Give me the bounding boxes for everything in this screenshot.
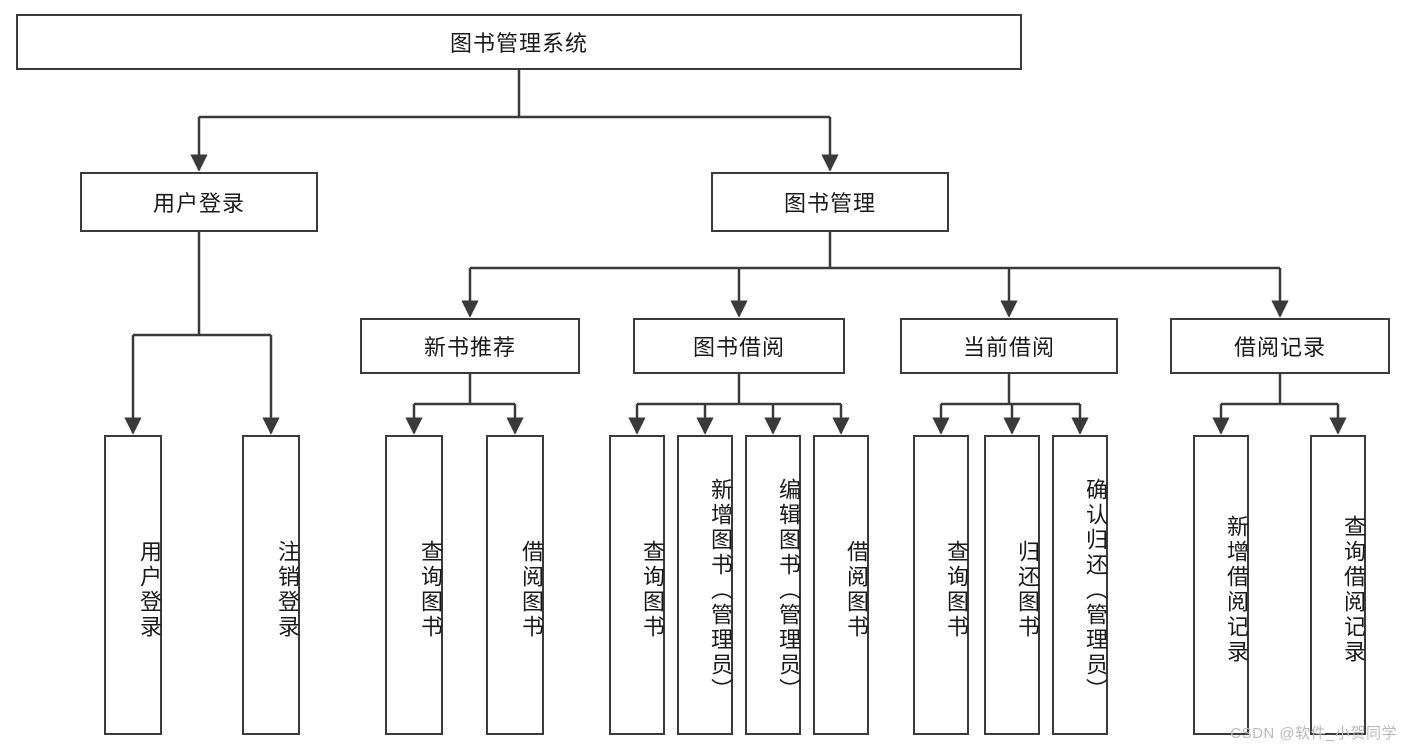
node-leaf-query-borrow-record: 查询借阅记录 [1310, 435, 1366, 735]
node-leaf-query-book-recommend: 查询图书 [385, 435, 443, 735]
watermark: CSDN @软件_小贺同学 [1230, 725, 1397, 742]
node-label: 查询借阅记录 [1341, 515, 1366, 665]
connector-lines [124, 70, 1347, 435]
node-book-manage: 图书管理 [711, 172, 949, 232]
node-leaf-query-book-borrow: 查询图书 [609, 435, 665, 735]
node-label: 查询图书 [418, 540, 443, 640]
node-borrow-record: 借阅记录 [1170, 318, 1390, 374]
node-leaf-add-book-admin: 新增图书（管理员） [677, 435, 733, 735]
node-label: 借阅图书 [519, 540, 544, 640]
node-label: 查询图书 [640, 540, 665, 640]
node-leaf-return-book: 归还图书 [984, 435, 1040, 735]
node-label: 确认归还（管理员） [1083, 477, 1108, 703]
node-label: 新增借阅记录 [1224, 515, 1249, 665]
node-label: 借阅图书 [844, 540, 869, 640]
node-label: 用户登录 [152, 191, 245, 216]
node-label: 新书推荐 [423, 335, 516, 360]
node-root-title: 图书管理系统 [16, 14, 1022, 70]
node-leaf-edit-book-admin: 编辑图书（管理员） [745, 435, 801, 735]
node-user-login: 用户登录 [80, 172, 318, 232]
node-label: 当前借阅 [962, 335, 1055, 360]
node-label: 归还图书 [1015, 540, 1040, 640]
node-leaf-confirm-return-admin: 确认归还（管理员） [1052, 435, 1108, 735]
node-label: 用户登录 [137, 540, 162, 640]
node-label: 查询图书 [944, 540, 969, 640]
node-leaf-user-login: 用户登录 [104, 435, 162, 735]
node-leaf-borrow-book: 借阅图书 [813, 435, 869, 735]
node-label: 注销登录 [275, 540, 300, 640]
node-label: 图书借阅 [692, 335, 785, 360]
node-label: 借阅记录 [1233, 335, 1326, 360]
node-leaf-query-book-current: 查询图书 [913, 435, 969, 735]
node-current-borrow: 当前借阅 [900, 318, 1118, 374]
node-new-book-recommend: 新书推荐 [360, 318, 580, 374]
node-book-borrow: 图书借阅 [633, 318, 845, 374]
node-label: 图书管理 [783, 191, 876, 216]
node-leaf-add-borrow-record: 新增借阅记录 [1193, 435, 1249, 735]
node-leaf-borrow-book-recommend: 借阅图书 [486, 435, 544, 735]
node-label: 图书管理系统 [449, 31, 588, 56]
node-label: 编辑图书（管理员） [776, 477, 801, 703]
node-leaf-logout-login: 注销登录 [242, 435, 300, 735]
node-label: 新增图书（管理员） [708, 477, 733, 703]
